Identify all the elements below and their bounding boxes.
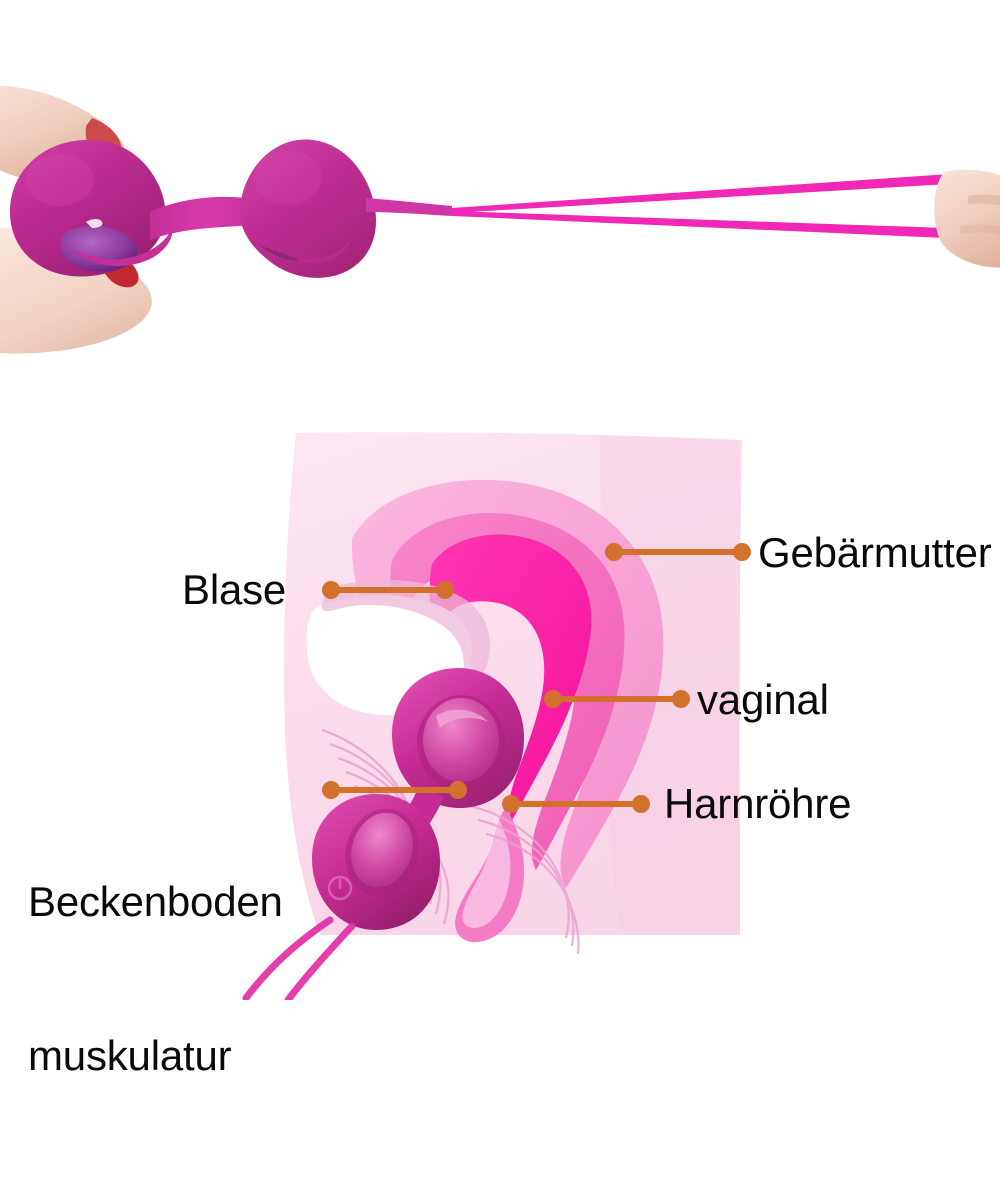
retrieval-cord bbox=[452, 174, 950, 238]
callout-line-vaginal bbox=[544, 690, 690, 708]
device-right-ball bbox=[239, 139, 376, 278]
power-icon bbox=[327, 875, 353, 901]
callout-line-harnroehre bbox=[502, 795, 650, 813]
callout-line-gebaermutter bbox=[605, 543, 751, 561]
callout-label-beckenboden-line2: muskulatur bbox=[28, 1032, 232, 1080]
callout-label-beckenboden: Beckenboden muskulatur bbox=[28, 774, 283, 1184]
callout-label-harnroehre: Harnröhre bbox=[664, 780, 852, 827]
product-photo-illustration bbox=[0, 85, 1000, 354]
anatomy-illustration bbox=[242, 432, 751, 1000]
callout-label-blase: Blase bbox=[182, 566, 287, 613]
device-tail bbox=[366, 198, 452, 216]
product-photo-panel bbox=[0, 0, 1000, 410]
callout-label-beckenboden-line1: Beckenboden bbox=[28, 878, 283, 926]
diagram-device-lower-ball bbox=[312, 794, 440, 930]
uterine-cavity bbox=[429, 534, 592, 820]
diagram-device-cord bbox=[242, 916, 356, 1000]
callout-connectors bbox=[322, 543, 751, 813]
callout-label-gebaermutter: Gebärmutter bbox=[758, 529, 992, 576]
bladder-wall bbox=[321, 579, 490, 706]
diagram-device-upper-ball bbox=[392, 668, 524, 808]
callout-line-blase bbox=[322, 581, 454, 599]
device-connector-neck bbox=[150, 196, 262, 240]
device-left-ball bbox=[10, 139, 173, 277]
right-finger bbox=[934, 169, 1000, 268]
callout-line-beckenboden bbox=[322, 781, 467, 799]
anatomy-diagram-panel bbox=[0, 410, 1000, 1000]
callout-label-vaginal: vaginal bbox=[697, 676, 829, 723]
page-root: Gebärmutter Blase vaginal Harnröhre Beck… bbox=[0, 0, 1000, 1080]
